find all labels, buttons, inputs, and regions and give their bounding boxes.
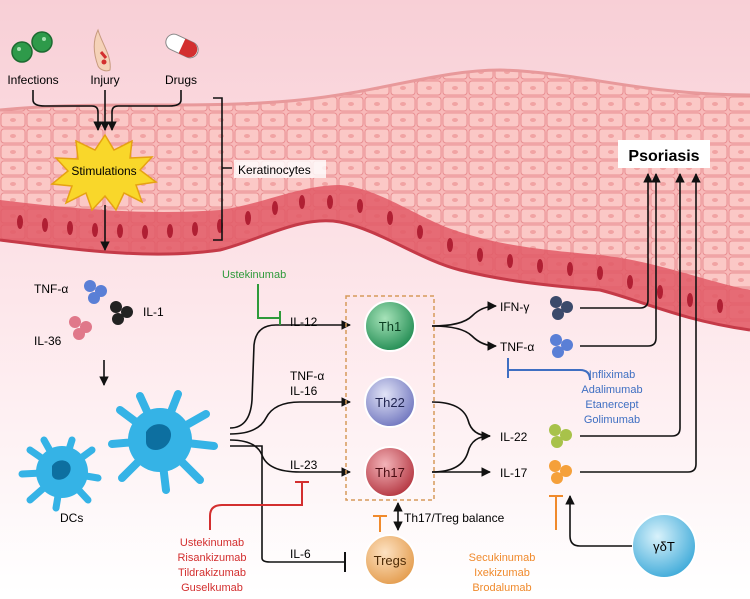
- il-17-inhibitor-list: Secukinumab Ixekizumab Brodalumab: [469, 552, 536, 594]
- ustekinumab-inhibition: [257, 284, 281, 325]
- tnf-a-out-molecules: [550, 334, 573, 358]
- il-6-label: IL-6: [290, 547, 311, 561]
- th1-output-arrows: [431, 301, 497, 351]
- tnf-a-out-label: TNF-α: [500, 340, 534, 354]
- dc-output-arrows: [229, 320, 351, 572]
- drugs-label: Drugs: [165, 73, 197, 87]
- th22-th17-output-arrows: [431, 401, 491, 477]
- il-17-molecules: [549, 460, 572, 484]
- ustekinumab-top-label: Ustekinumab: [222, 269, 286, 281]
- il-17-inhibition: [549, 495, 563, 530]
- il-23-label: IL-23: [290, 458, 318, 472]
- psoriasis-label: Psoriasis: [628, 148, 699, 165]
- il-22-molecules: [549, 424, 572, 448]
- tnf-inhibitor-list: Infliximab Adalimumab Etanercept Golimum…: [581, 369, 642, 426]
- th17-label: Th17: [375, 465, 405, 480]
- psoriasis-box: [618, 140, 710, 168]
- tnf-a-label: TNF-α: [34, 282, 68, 296]
- treg-inhibition: [373, 515, 387, 532]
- gdt-arrow: [565, 495, 632, 547]
- th17-cell: [364, 446, 416, 498]
- th1-label: Th1: [379, 319, 401, 334]
- tregs-cell: [364, 534, 416, 586]
- stimulations-burst: [50, 133, 158, 212]
- il-23-inhibitor-1: Ustekinumab: [180, 537, 244, 549]
- dendritic-cell-large: [108, 390, 218, 494]
- tnf-inhibitor-1: Infliximab: [589, 369, 635, 381]
- il-17-label: IL-17: [500, 466, 528, 480]
- trigger-arrows: [32, 90, 182, 131]
- il-22-label: IL-22: [500, 430, 528, 444]
- th22-label: Th22: [375, 395, 405, 410]
- balance-label: Th17/Treg balance: [404, 511, 505, 525]
- stimulations-label: Stimulations: [71, 164, 136, 178]
- il-1-molecules: [110, 301, 133, 325]
- il-23-inhibitor-list: Ustekinumab Risankizumab Tildrakizumab G…: [177, 537, 246, 594]
- il-17-inhibitor-1: Secukinumab: [469, 552, 536, 564]
- drugs-icon: [165, 33, 199, 59]
- t-cell-group-box: [345, 295, 435, 501]
- ifn-g-label: IFN-γ: [500, 300, 529, 314]
- il-36-label: IL-36: [34, 334, 62, 348]
- keratinocytes-label: Keratinocytes: [238, 163, 311, 177]
- infections-icon: [11, 31, 53, 63]
- skin-layer: [0, 68, 750, 332]
- il-23-inhibitor-4: Guselkumab: [181, 582, 243, 594]
- tnf-inhibitor-3: Etanercept: [585, 399, 638, 411]
- psoriasis-arrows: [580, 173, 701, 473]
- gdt-label: γδT: [653, 539, 675, 554]
- dcs-label: DCs: [60, 511, 83, 525]
- tnf-inhibitor-4: Golimumab: [584, 414, 640, 426]
- tnf-a-il16-label-line2: IL-16: [290, 384, 318, 398]
- tnf-a-molecules: [84, 280, 107, 304]
- il-23-inhibitor-2: Risankizumab: [177, 552, 246, 564]
- il-23-inhibition: [209, 481, 309, 530]
- dendritic-cell-small: [18, 436, 102, 512]
- keratinocytes-bracket: [213, 97, 232, 241]
- tnf-inhibitor-2: Adalimumab: [581, 384, 642, 396]
- injury-icon: [93, 28, 111, 72]
- infections-label: Infections: [7, 73, 58, 87]
- th1-cell: [364, 300, 416, 352]
- tnf-a-il16-label-line1: TNF-α: [290, 369, 324, 383]
- il-12-label: IL-12: [290, 315, 318, 329]
- ifn-g-molecules: [550, 296, 573, 320]
- injury-label: Injury: [90, 73, 119, 87]
- il-36-molecules: [69, 316, 92, 340]
- il-1-label: IL-1: [143, 305, 164, 319]
- il-23-inhibitor-3: Tildrakizumab: [178, 567, 246, 579]
- th22-cell: [364, 376, 416, 428]
- il-17-inhibitor-3: Brodalumab: [472, 582, 531, 594]
- tregs-label: Tregs: [374, 553, 407, 568]
- il-17-inhibitor-2: Ixekizumab: [474, 567, 530, 579]
- tnf-inhibition: [507, 358, 591, 381]
